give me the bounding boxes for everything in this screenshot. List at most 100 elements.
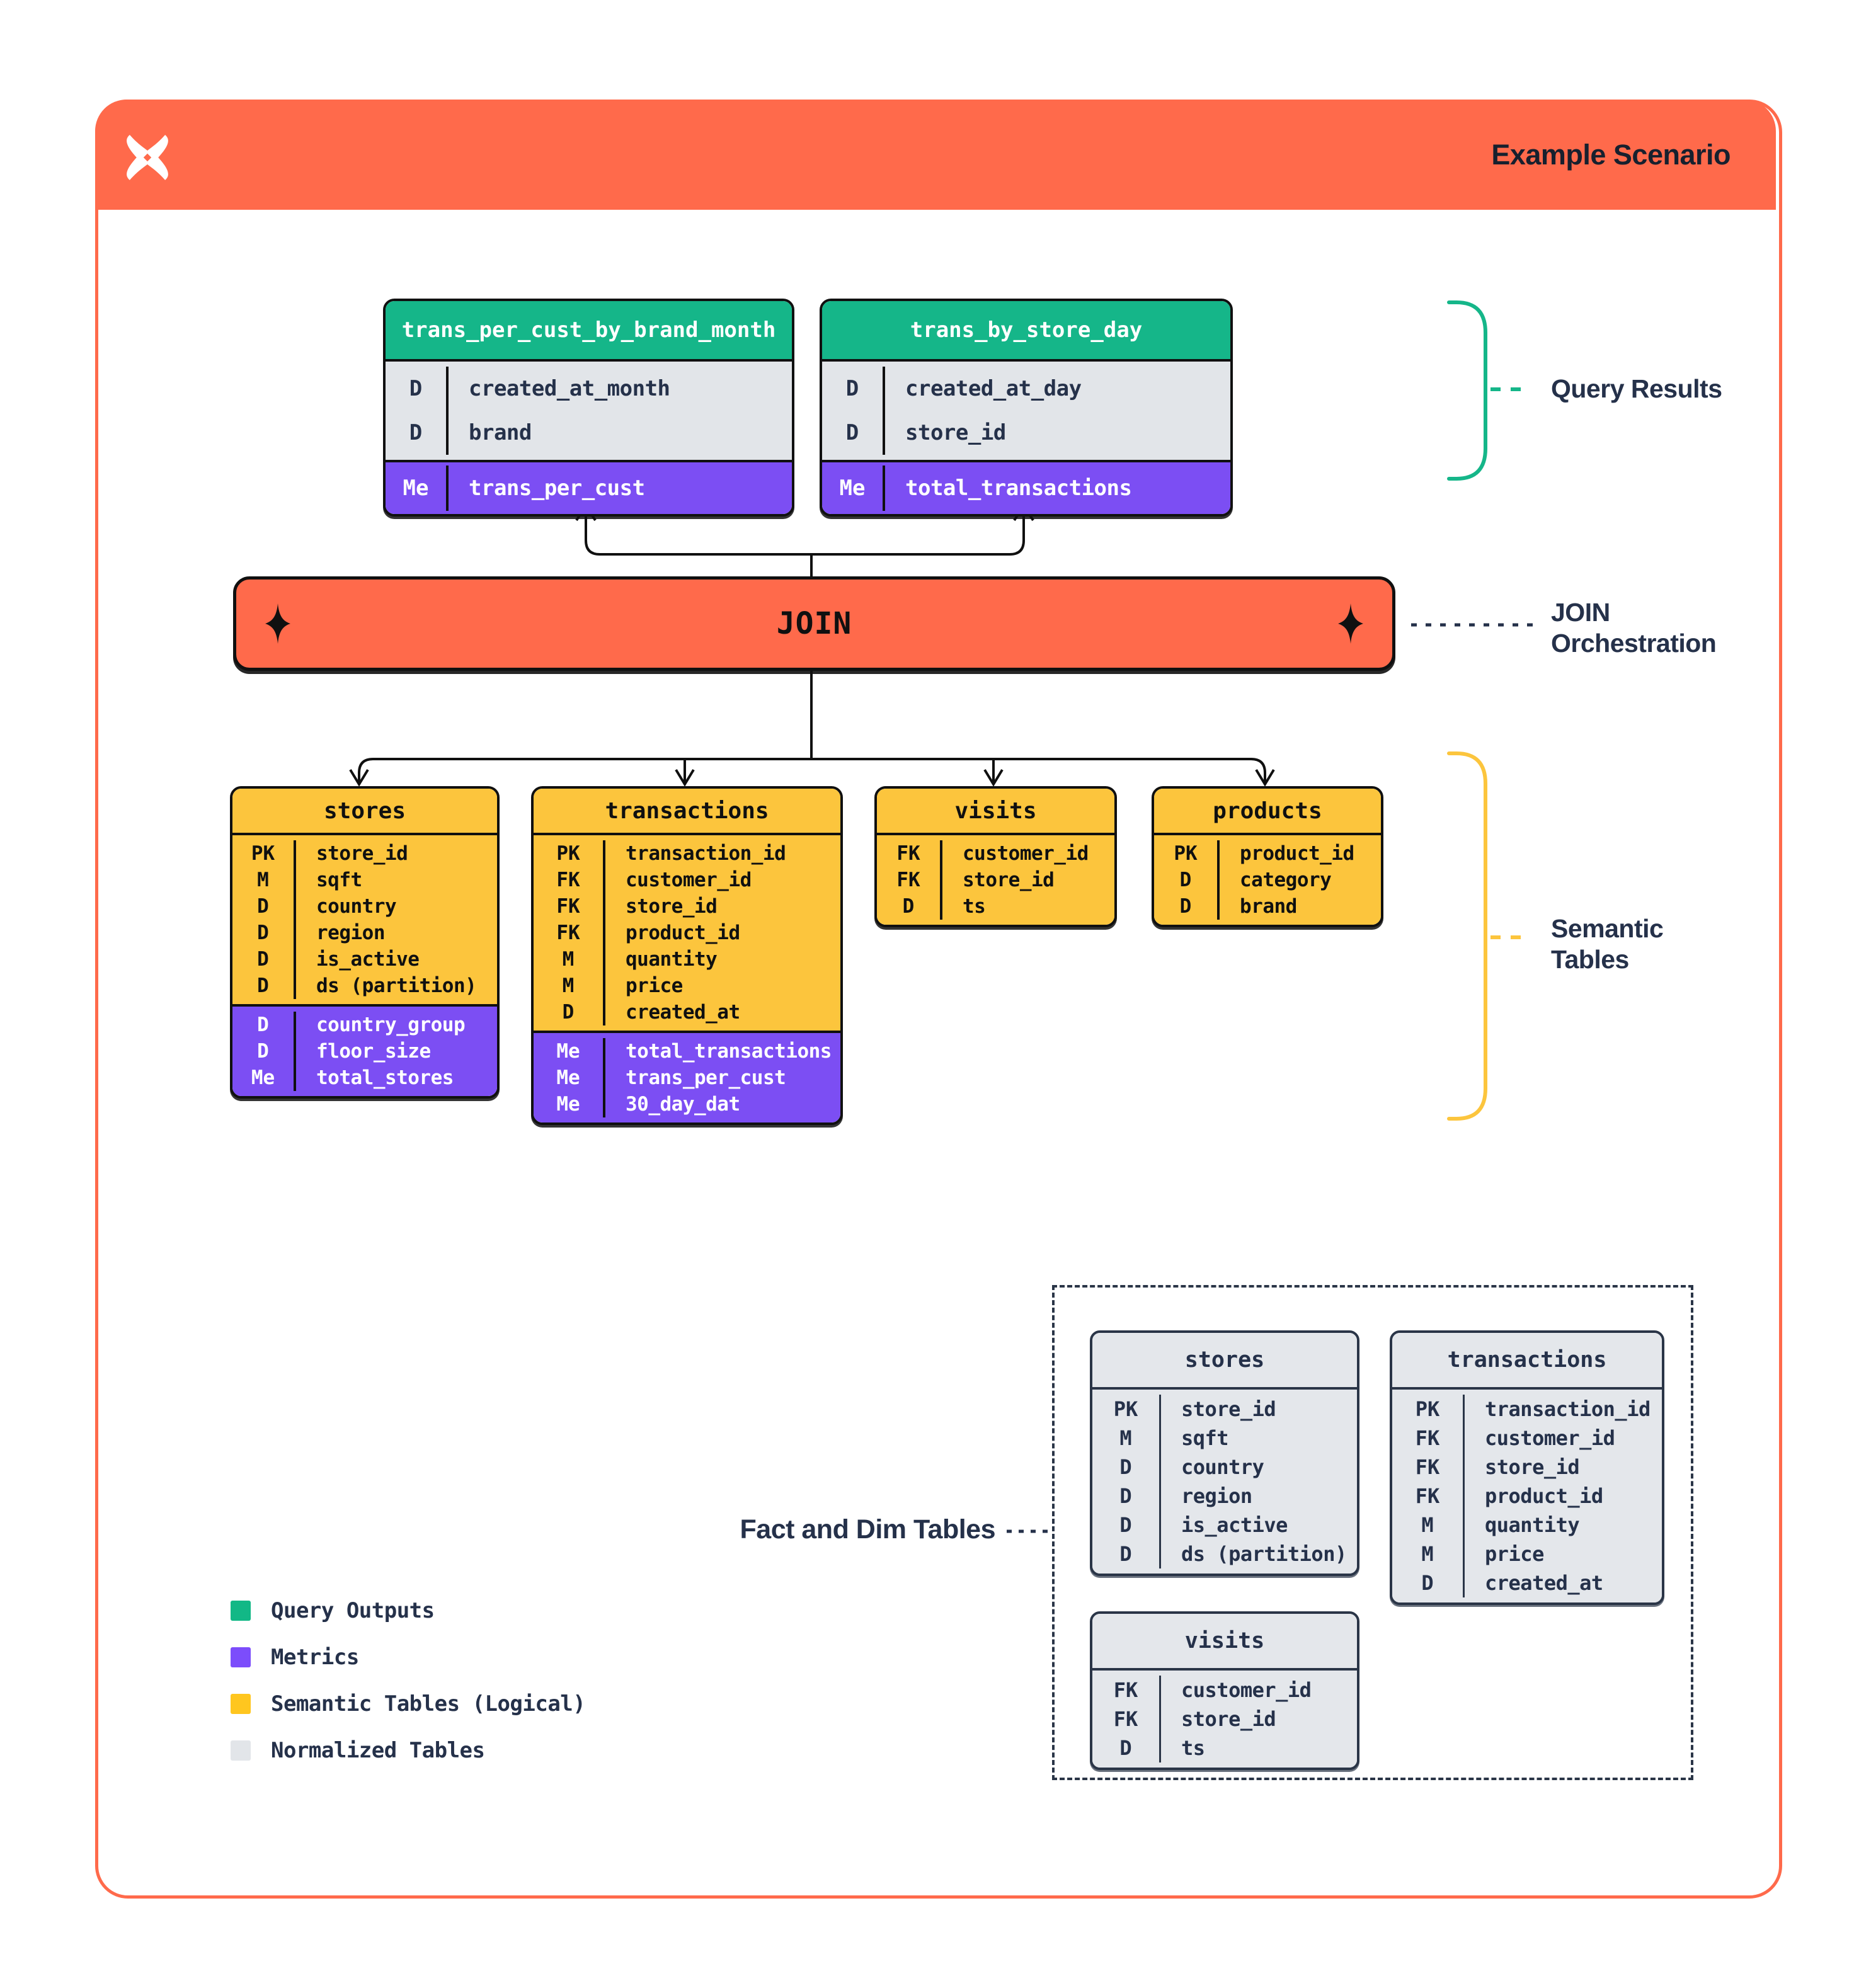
- table-row: PK store_id: [232, 840, 497, 867]
- four-point-star-icon: [265, 603, 290, 644]
- annotation-semantic-tables: Semantic Tables: [1551, 914, 1664, 974]
- row-field: ts: [963, 895, 986, 918]
- legend-label: Normalized Tables: [271, 1737, 485, 1763]
- row-key: D: [232, 920, 296, 946]
- legend-item: Semantic Tables (Logical): [231, 1689, 586, 1718]
- row-key: FK: [877, 867, 942, 893]
- row-field: store_id: [905, 420, 1006, 445]
- row-field: customer_id: [1181, 1678, 1312, 1702]
- table-row: PK store_id: [1092, 1395, 1357, 1424]
- row-field: brand: [469, 420, 532, 445]
- row-key: D: [1092, 1453, 1161, 1482]
- row-field: store_id: [316, 842, 408, 865]
- row-key: D: [1092, 1482, 1161, 1511]
- row-key: D: [1092, 1734, 1161, 1762]
- row-field: total_transactions: [905, 476, 1132, 501]
- row-key: D: [1154, 893, 1220, 920]
- row-key: M: [534, 946, 605, 973]
- row-field: country_group: [316, 1014, 466, 1036]
- legend: Query Outputs Metrics Semantic Tables (L…: [231, 1596, 586, 1764]
- table-title: products: [1154, 789, 1381, 835]
- legend-label: Query Outputs: [271, 1597, 435, 1623]
- row-key: Me: [232, 1065, 296, 1091]
- row-key: D: [534, 999, 605, 1025]
- table-title: trans_per_cust_by_brand_month: [386, 301, 792, 362]
- row-field: quantity: [626, 948, 718, 971]
- row-field: is_active: [1181, 1513, 1288, 1537]
- legend-swatch-normalized-tables: [231, 1740, 251, 1761]
- legend-swatch-query-outputs: [231, 1600, 251, 1621]
- normalized-tables-box: [1052, 1285, 1693, 1780]
- row-field: customer_id: [626, 869, 752, 891]
- table-title: stores: [1092, 1333, 1357, 1390]
- annotation-fact-dim-tables: Fact and Dim Tables: [740, 1514, 996, 1545]
- row-key: D: [822, 411, 885, 455]
- row-key: PK: [232, 840, 296, 867]
- table-title: trans_by_store_day: [822, 301, 1230, 362]
- row-key: PK: [1092, 1395, 1161, 1424]
- row-key: D: [386, 367, 449, 411]
- legend-item: Normalized Tables: [231, 1736, 585, 1764]
- row-field: store_id: [1181, 1707, 1276, 1731]
- row-key: D: [1092, 1511, 1161, 1540]
- row-field: sqft: [1181, 1426, 1229, 1450]
- table-title: stores: [232, 789, 497, 835]
- row-field: country: [1181, 1455, 1264, 1479]
- row-field: store_id: [1485, 1455, 1580, 1479]
- row-field: store_id: [1181, 1397, 1276, 1421]
- row-field: price: [626, 974, 683, 997]
- row-key: D: [232, 973, 296, 999]
- row-key: Me: [386, 466, 449, 511]
- brand-x-spark-logo-icon: [127, 135, 168, 180]
- row-field: ts: [1181, 1736, 1205, 1760]
- legend-swatch-semantic-tables: [231, 1693, 251, 1714]
- row-field: transaction_id: [1485, 1397, 1651, 1421]
- row-key: M: [1392, 1540, 1465, 1568]
- row-key: D: [822, 367, 885, 411]
- page-title: Example Scenario: [1491, 138, 1731, 171]
- row-key: FK: [534, 893, 605, 920]
- row-field: ds (partition): [316, 974, 477, 997]
- row-field: region: [316, 922, 385, 944]
- row-key: Me: [534, 1065, 605, 1091]
- row-key: D: [1392, 1568, 1465, 1597]
- row-field: total_transactions: [626, 1040, 832, 1063]
